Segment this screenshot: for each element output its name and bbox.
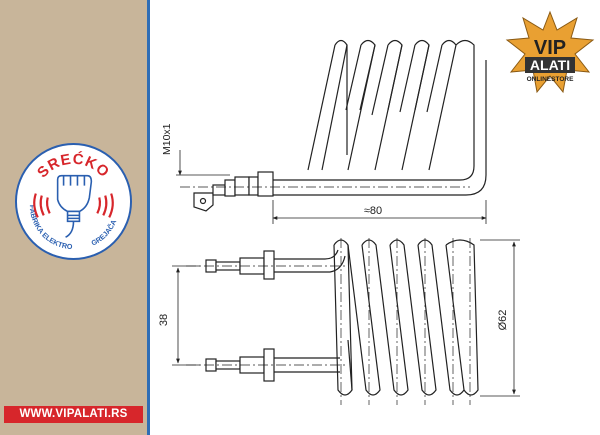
thread-label: M10x1 xyxy=(161,123,173,155)
thread-dimension xyxy=(176,150,230,176)
front-view xyxy=(186,238,479,405)
sidebar: SREĆKO FABRIKA ELEKTRO GREJAČA WWW.VIPAL… xyxy=(0,0,147,435)
heater-drawing: M10x1 ≈80 xyxy=(158,39,520,405)
diameter-dimension xyxy=(480,239,520,397)
spacing-label: 38 xyxy=(158,314,170,326)
badge-bar xyxy=(525,57,575,73)
badge-line2: ALATI xyxy=(530,57,570,73)
logo-side-marks xyxy=(33,193,114,218)
top-view-tube-outer xyxy=(273,60,475,181)
badge-line3: ONLINESTORE xyxy=(527,76,574,83)
front-view-upper-terminal xyxy=(205,249,346,280)
fist-bulb-icon xyxy=(56,174,93,238)
sidebar-divider xyxy=(147,0,150,435)
top-view-terminal xyxy=(193,171,274,212)
front-view-centerlines xyxy=(186,238,471,405)
srecko-logo: SREĆKO FABRIKA ELEKTRO GREJAČA xyxy=(14,142,133,261)
vip-alati-badge: VIP ALATI ONLINESTORE xyxy=(505,10,595,94)
top-view-coils xyxy=(307,39,475,171)
diameter-label: Ø62 xyxy=(497,310,509,331)
badge-star xyxy=(505,10,595,94)
website-link[interactable]: WWW.VIPALATI.RS xyxy=(4,406,143,423)
front-view-coils xyxy=(333,239,479,396)
top-view xyxy=(180,39,487,212)
spacing-dimension xyxy=(172,265,200,366)
top-view-tube-inner xyxy=(273,60,487,196)
length-dimension xyxy=(272,200,487,224)
length-label: ≈80 xyxy=(364,205,382,217)
badge-line1: VIP xyxy=(534,37,566,59)
